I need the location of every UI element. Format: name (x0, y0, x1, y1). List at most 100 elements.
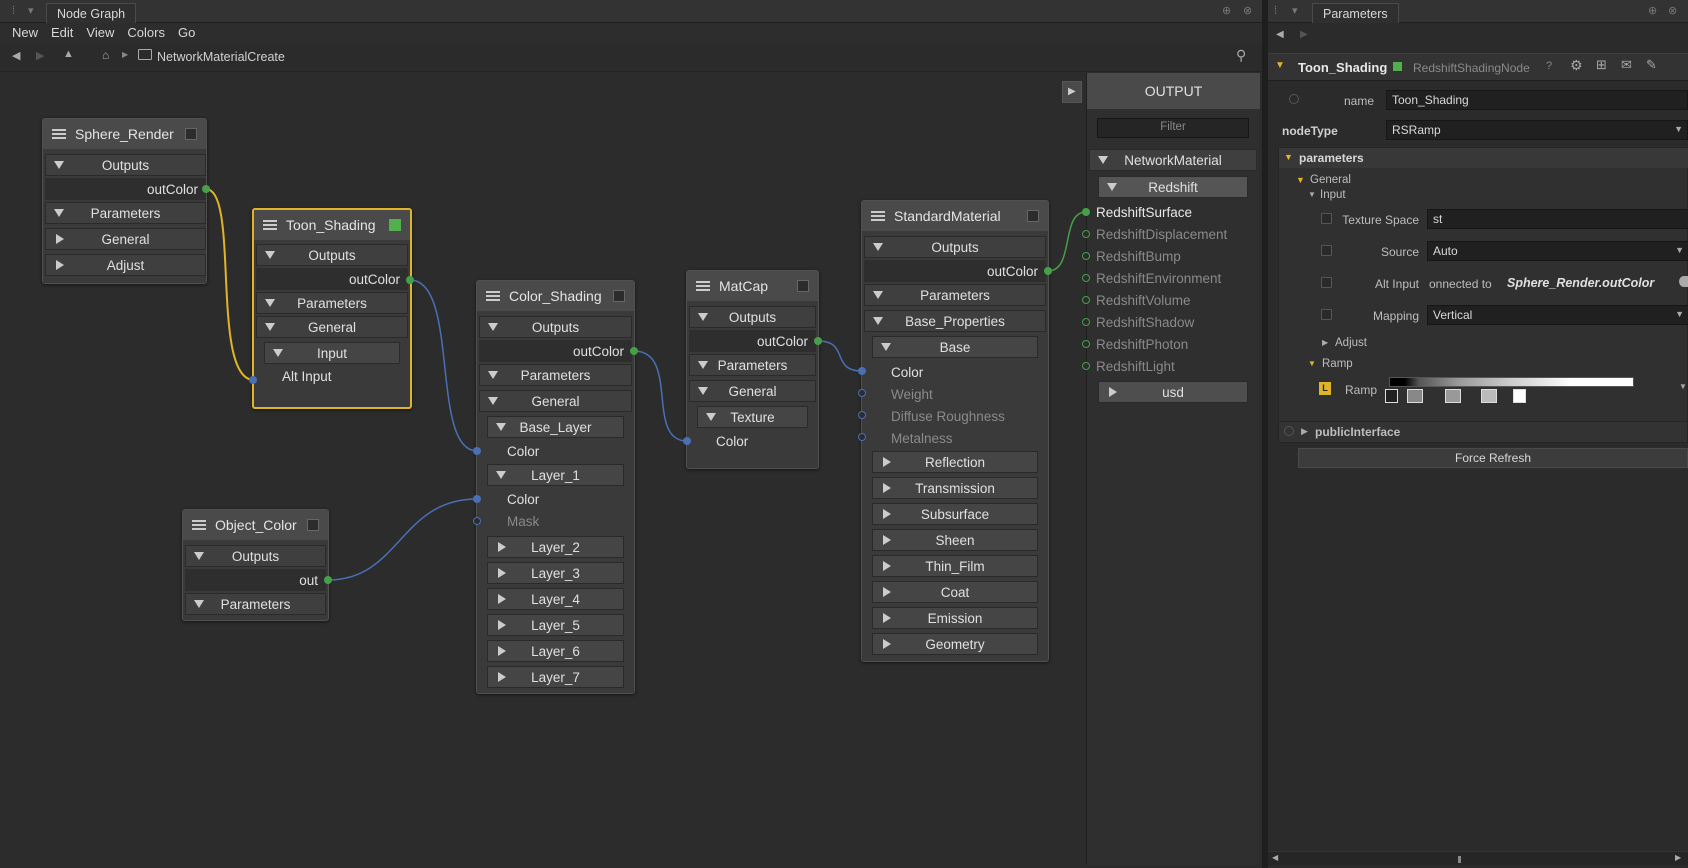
ramp-key-icon[interactable] (1481, 389, 1497, 403)
network-material-header[interactable]: NetworkMaterial (1089, 149, 1257, 171)
back-icon[interactable]: ◀ (1276, 29, 1284, 40)
pane-grip-icon[interactable]: ⁞ (12, 5, 16, 17)
outputs-header[interactable]: Outputs (864, 236, 1046, 258)
collapse-down-icon[interactable]: ▼ (1308, 359, 1316, 368)
reflection-header[interactable]: Reflection (872, 451, 1038, 473)
output-port[interactable] (814, 337, 822, 345)
alt-input-port[interactable] (249, 376, 257, 384)
redshift-bump-port[interactable] (1082, 252, 1090, 260)
alt-input-lock-icon[interactable] (1321, 277, 1332, 288)
metalness-input-port[interactable] (858, 433, 866, 441)
node-flag-checkbox[interactable] (307, 519, 319, 531)
node-sphere-render[interactable]: Sphere_Render Outputs outColor Parameter… (42, 118, 207, 284)
source-select[interactable]: Auto▼ (1427, 241, 1688, 261)
base-color-input-port[interactable] (858, 367, 866, 375)
coat-header[interactable]: Coat (872, 581, 1038, 603)
menu-colors[interactable]: Colors (127, 25, 165, 40)
layer1-color-input-port[interactable] (473, 495, 481, 503)
output-port[interactable] (324, 576, 332, 584)
node-menu-icon[interactable] (192, 520, 206, 530)
menu-edit[interactable]: Edit (51, 25, 74, 40)
adjust-group-label[interactable]: Adjust (1335, 337, 1367, 349)
redshift-header[interactable]: Redshift (1098, 176, 1248, 198)
menu-view[interactable]: View (86, 25, 115, 40)
pane-grip-icon[interactable]: ⁞ (1274, 5, 1278, 17)
back-icon[interactable]: ◀ (12, 50, 21, 62)
collapse-down-icon[interactable]: ▼ (1296, 175, 1305, 185)
ramp-key-icon[interactable] (1385, 389, 1398, 403)
close-icon[interactable]: ⊗ (1668, 5, 1678, 17)
texture-header[interactable]: Texture (697, 406, 808, 428)
expand-right-icon[interactable]: ▶ (1322, 338, 1329, 347)
output-port-redshift-light[interactable]: RedshiftLight (1096, 355, 1256, 377)
general-header[interactable]: General (45, 228, 206, 250)
emission-header[interactable]: Emission (872, 607, 1038, 629)
input-group-label[interactable]: Input (1320, 189, 1346, 201)
layer-6-header[interactable]: Layer_6 (487, 640, 624, 662)
parameters-header[interactable]: Parameters (256, 292, 408, 314)
adjust-header[interactable]: Adjust (45, 254, 206, 276)
tab-node-graph[interactable]: Node Graph (46, 3, 137, 23)
output-port-redshift-shadow[interactable]: RedshiftShadow (1096, 311, 1256, 333)
ramp-gradient[interactable] (1389, 377, 1634, 387)
help-icon[interactable]: ? (1546, 60, 1553, 72)
nodetype-select[interactable]: RSRamp▼ (1386, 120, 1688, 140)
redshift-shadow-port[interactable] (1082, 318, 1090, 326)
output-port-redshift-environment[interactable]: RedshiftEnvironment (1096, 267, 1256, 289)
output-port-redshift-surface[interactable]: RedshiftSurface (1096, 201, 1256, 223)
parameters-header[interactable]: Parameters (45, 202, 206, 224)
ramp-key-icon[interactable] (1407, 389, 1423, 403)
output-port-redshift-displacement[interactable]: RedshiftDisplacement (1096, 223, 1256, 245)
public-interface-header[interactable]: ▶ publicInterface (1278, 421, 1688, 443)
output-port[interactable] (406, 276, 414, 284)
up-icon[interactable]: ▲ (63, 48, 74, 60)
texture-space-lock-icon[interactable] (1321, 213, 1332, 224)
parameters-header[interactable]: Parameters (864, 284, 1046, 306)
redshift-environment-port[interactable] (1082, 274, 1090, 282)
parameters-section-header[interactable]: ▼ parameters (1279, 148, 1688, 168)
transmission-header[interactable]: Transmission (872, 477, 1038, 499)
outputs-header[interactable]: Outputs (689, 306, 816, 328)
pin-icon[interactable]: ✎ (1646, 57, 1657, 72)
texture-space-field[interactable]: st (1427, 209, 1688, 229)
maximize-icon[interactable]: ⊕ (1222, 5, 1232, 17)
scroll-thumb[interactable] (1458, 856, 1461, 863)
node-flag-checkbox[interactable] (1027, 210, 1039, 222)
redshift-surface-port[interactable] (1082, 208, 1090, 216)
base-color-input-port[interactable] (473, 447, 481, 455)
tree-icon[interactable]: ⊞ (1596, 57, 1607, 72)
subsurface-header[interactable]: Subsurface (872, 503, 1038, 525)
diffuse-roughness-input-port[interactable] (858, 411, 866, 419)
node-flag-checkbox[interactable] (389, 219, 401, 231)
texture-color-input-port[interactable] (683, 437, 691, 445)
node-flag-checkbox[interactable] (797, 280, 809, 292)
ramp-key-icon[interactable] (1513, 389, 1526, 403)
active-flag-icon[interactable] (1393, 62, 1402, 71)
node-flag-checkbox[interactable] (185, 128, 197, 140)
outputs-header[interactable]: Outputs (256, 244, 408, 266)
ramp-key-icon[interactable] (1445, 389, 1461, 403)
horizontal-scrollbar[interactable]: ◀ ▶ (1268, 851, 1688, 865)
node-object-color[interactable]: Object_Color Outputs out Parameters (182, 509, 329, 621)
collapse-down-icon[interactable]: ▼ (1308, 190, 1316, 199)
outputs-header[interactable]: Outputs (45, 154, 206, 176)
redshift-displacement-port[interactable] (1082, 230, 1090, 238)
general-group-label[interactable]: General (1310, 174, 1351, 186)
node-toon-shading[interactable]: Toon_Shading Outputs outColor Parameters… (252, 208, 412, 409)
output-port-redshift-volume[interactable]: RedshiftVolume (1096, 289, 1256, 311)
node-menu-icon[interactable] (696, 281, 710, 291)
tab-parameters[interactable]: Parameters (1312, 3, 1399, 23)
output-port[interactable] (1044, 267, 1052, 275)
node-menu-icon[interactable] (263, 220, 277, 230)
mapping-select[interactable]: Vertical▼ (1427, 305, 1688, 325)
close-icon[interactable]: ⊗ (1243, 5, 1253, 17)
comment-icon[interactable]: ✉ (1621, 57, 1632, 72)
menu-new[interactable]: New (12, 25, 39, 40)
node-matcap[interactable]: MatCap Outputs outColor Parameters Gener… (686, 270, 819, 469)
node-standard-material[interactable]: StandardMaterial Outputs outColor Parame… (861, 200, 1049, 662)
general-header[interactable]: General (689, 380, 816, 402)
geometry-header[interactable]: Geometry (872, 633, 1038, 655)
parameters-header[interactable]: Parameters (479, 364, 632, 386)
output-port[interactable] (202, 185, 210, 193)
outputs-header[interactable]: Outputs (185, 545, 326, 567)
